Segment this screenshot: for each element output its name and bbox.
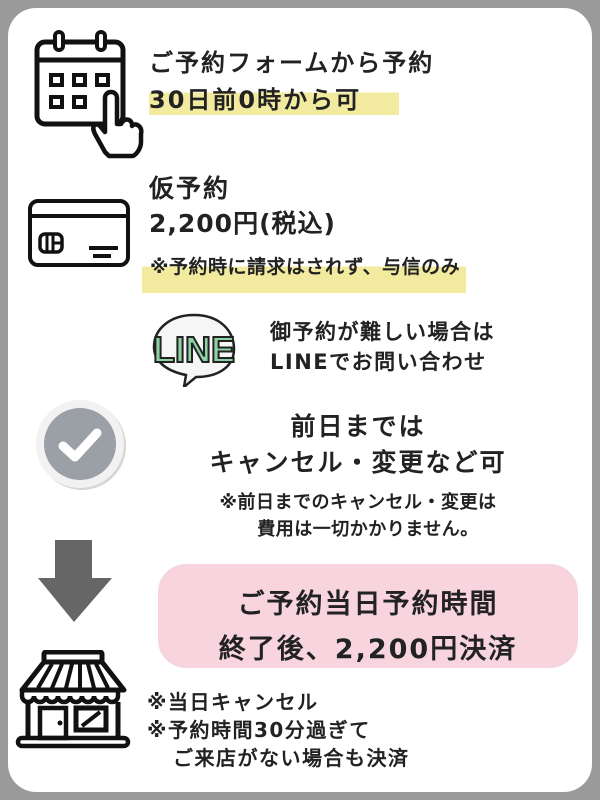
step3-note1: ※前日までのキャンセル・変更は <box>219 492 497 513</box>
credit-card-icon <box>28 199 130 267</box>
step5-note2: ※予約時間30分過ぎて <box>147 718 371 742</box>
arrow-down-icon <box>38 540 112 622</box>
line-logo-icon: LINE <box>152 313 236 387</box>
step1-line2: 30日前0時から可 <box>149 80 400 115</box>
calendar-tap-icon <box>34 30 144 159</box>
step2-note: ※予約時に請求はされず、与信のみ <box>142 252 467 293</box>
payment-line2: 終了後、2,200円決済 <box>218 634 518 665</box>
step5-note1: ※当日キャンセル <box>147 690 319 714</box>
shop-icon <box>15 650 131 749</box>
step3-line2: キャンセル・変更など可 <box>209 448 507 477</box>
svg-text:LINE: LINE <box>153 329 235 370</box>
step1-line1: ご予約フォームから予約 <box>149 49 435 77</box>
step2-price: 2,200円(税込) <box>149 209 336 238</box>
payment-line1: ご予約当日予約時間 <box>237 589 499 620</box>
step3-note2: 費用は一切かかりません。 <box>257 519 479 540</box>
step3-line1: 前日までは <box>290 412 426 441</box>
check-circle-icon <box>36 400 126 490</box>
step5-note3: ご来店がない場合も決済 <box>173 746 410 770</box>
info-card: ご予約フォームから予約 30日前0時から可 仮予約 2,200円(税込) ※予約… <box>8 8 592 792</box>
line-line1: 御予約が難しい場合は <box>270 320 495 344</box>
step2-line1: 仮予約 <box>149 174 231 203</box>
line-link[interactable]: LINEでお問い合わせ <box>270 350 487 374</box>
payment-box: ご予約当日予約時間 終了後、2,200円決済 <box>158 564 578 668</box>
